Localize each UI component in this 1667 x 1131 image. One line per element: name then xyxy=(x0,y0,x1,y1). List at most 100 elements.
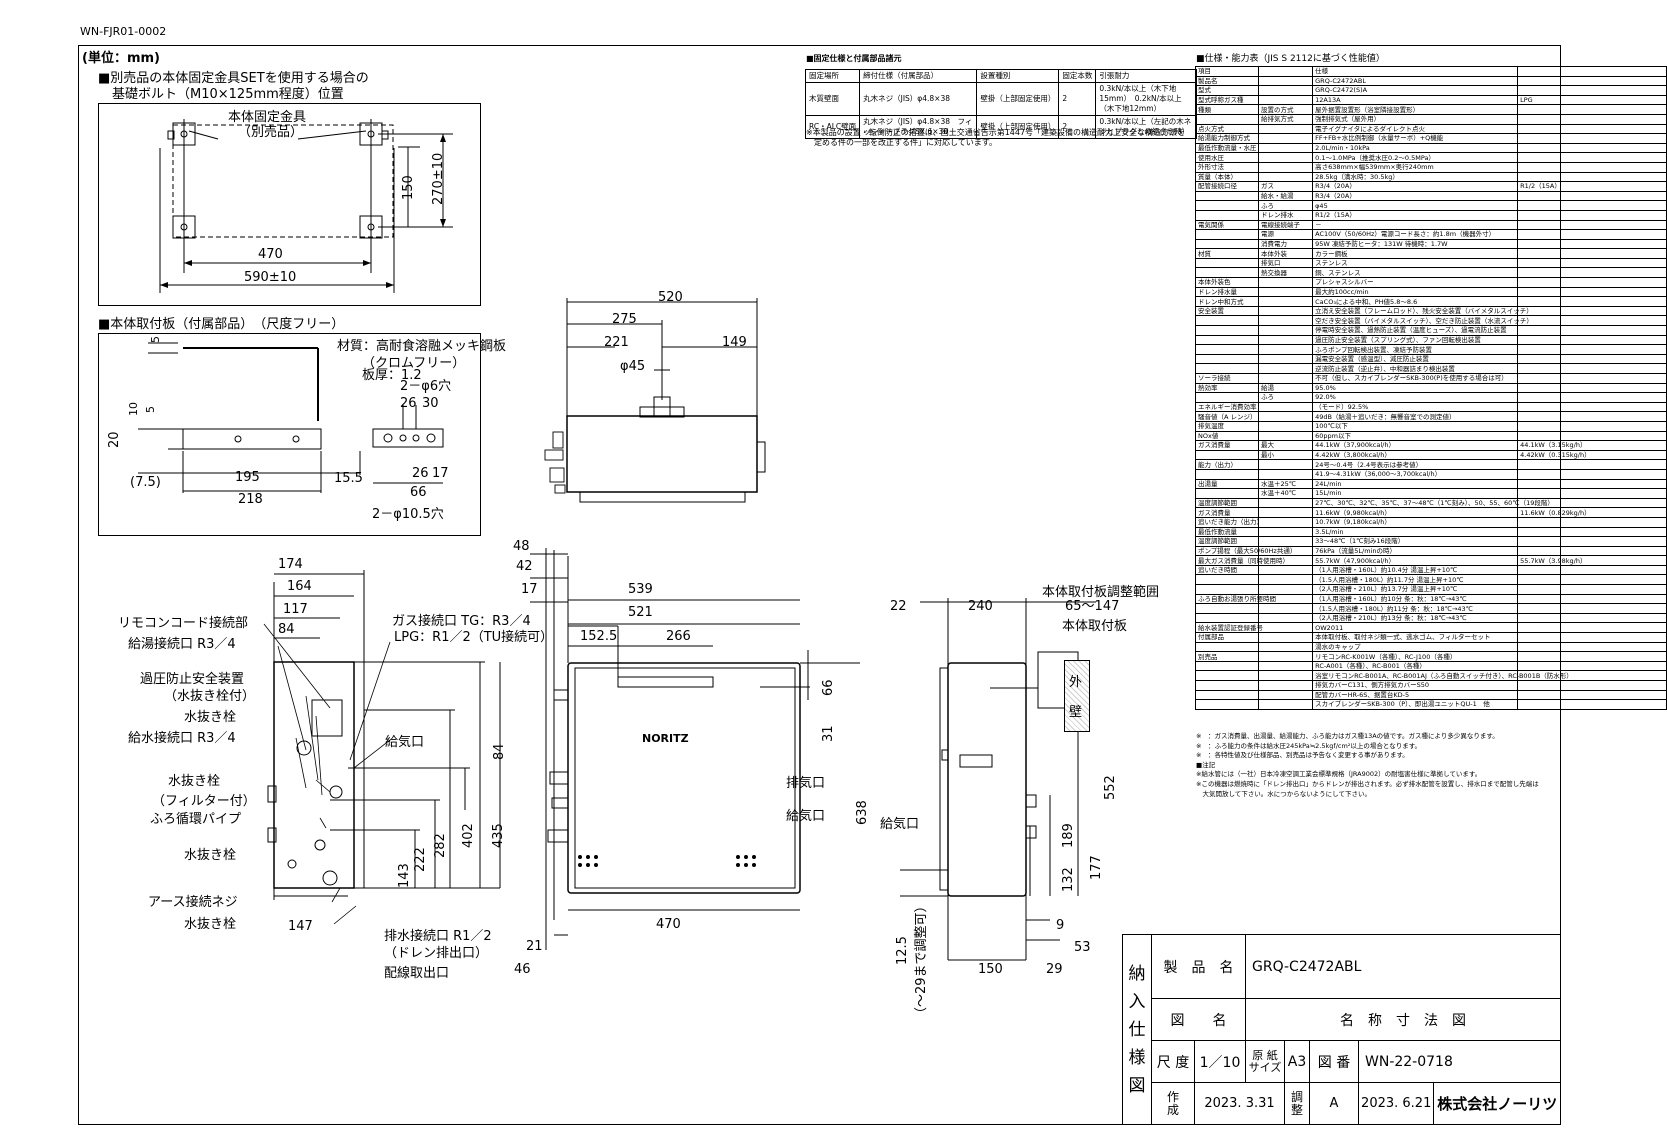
spec-row: 本体外装色プレシャスシルバー xyxy=(1195,277,1667,288)
spec-cell xyxy=(1195,641,1259,653)
spec-cell xyxy=(1517,545,1667,557)
spec-cell xyxy=(1257,507,1314,518)
spec-cell xyxy=(1517,478,1667,490)
spec-cell xyxy=(1257,334,1314,346)
title-block: 納入仕様図 製 品 名 GRQ-C2472ABL 図 名 名 称 寸 法 図 尺… xyxy=(1122,933,1561,1125)
base-bolt-title: ■別売品の本体固定金具SETを使用する場合の xyxy=(98,71,369,86)
spec-table-title: ■仕様・能力表（JIS S 2112に基づく性能値） xyxy=(1196,54,1385,64)
spec-cell: ふろ xyxy=(1257,200,1314,211)
spec-cell xyxy=(1257,123,1314,135)
spec-cell xyxy=(1195,200,1259,211)
spec-cell: 浴室リモコンRC-B001A、RC-B001AJ（ふろ自動スイッチ付き）、RC-… xyxy=(1312,670,1573,681)
spec-cell: ドレン排水量 xyxy=(1195,286,1259,298)
spec-cell xyxy=(1195,689,1259,701)
dim-12-5: 12.5 xyxy=(895,936,910,965)
spec-cell xyxy=(1195,257,1259,269)
label-remote-connector: リモコンコード接続部 xyxy=(118,616,249,631)
spec-cell: 水温＋25℃ xyxy=(1257,478,1314,490)
spec-cell xyxy=(1195,680,1259,691)
wall-section xyxy=(1064,660,1090,732)
dim-164: 164 xyxy=(287,579,312,594)
spec-cell xyxy=(1517,411,1667,422)
spec-cell: 電線接続端子 xyxy=(1257,219,1314,231)
spec-cell: 不可（但し、スカイブレンダーSKB-300(P)を使用する場合は可） xyxy=(1312,373,1519,384)
fix-table-title: ■固定仕様と付属部品諸元 xyxy=(806,54,902,63)
spec-cell: 逆流防止装置（逆止弁）、中和器詰まり検出装置 xyxy=(1312,363,1519,374)
spec-cell: 本体取付板、取付ネジ類一式、逃水ゴム、フィルターセット xyxy=(1312,632,1519,643)
spec-cell: 55.7kW（3.98kg/h） xyxy=(1517,555,1667,566)
dim-26b: 26 xyxy=(412,466,429,481)
spec-row: 排気カバーC131、側方排気カバーS50 xyxy=(1195,680,1667,691)
spec-note: ※ ：ふろ能力の条件は給水圧245kPa≒2.5kgf/cm²以上の場合となりま… xyxy=(1196,741,1422,750)
spec-cell xyxy=(1257,699,1314,710)
spec-row: 種類設置の方式屋外据置設置形（浴室隣接設置形） xyxy=(1195,104,1667,115)
spec-cell xyxy=(1195,325,1259,336)
dim-84-top: 84 xyxy=(278,622,295,637)
drawing-name: 名 称 寸 法 図 xyxy=(1245,998,1561,1042)
spec-cell xyxy=(1517,152,1667,163)
spec-cell xyxy=(1517,392,1667,403)
spec-cell: 49dB（給湯＋追いだき：無響音室での測定値） xyxy=(1312,411,1519,422)
dim-282: 282 xyxy=(433,833,448,858)
spec-cell xyxy=(1517,564,1667,576)
spec-cell xyxy=(1517,536,1667,547)
plate-panel xyxy=(98,333,481,536)
spec-cell xyxy=(1517,219,1667,231)
spec-cell xyxy=(1195,113,1259,125)
spec-row: 点火方式電子イグナイタによるダイレクト点火 xyxy=(1195,123,1667,135)
spec-row: 給排気方式強制排気式（屋外用） xyxy=(1195,113,1667,125)
adjust-label: 調整 xyxy=(1284,1082,1310,1125)
spec-row: （1.5人用浴槽・180L）約11.7分 湯温上昇+10℃ xyxy=(1195,574,1667,586)
made-label: 作成 xyxy=(1151,1082,1195,1125)
dim-150-side: 150 xyxy=(978,962,1003,977)
spec-row: 材質本体外装カラー鋼板 xyxy=(1195,248,1667,259)
base-bolt-panel xyxy=(98,103,481,306)
spec-cell xyxy=(1517,699,1667,710)
label-relief-sub: （水抜き栓付） xyxy=(164,689,256,704)
dim-218: 218 xyxy=(238,492,263,507)
side-view-right xyxy=(900,598,1096,961)
spec-cell xyxy=(1257,632,1314,643)
spec-cell xyxy=(1257,680,1314,691)
spec-row: （1.5人用浴槽・180L）約11分 条：秋：18℃→43℃ xyxy=(1195,603,1667,614)
side-view-left xyxy=(267,570,501,900)
spec-row: 過圧防止安全装置（スプリング式）、ファン回転検出装置 xyxy=(1195,334,1667,346)
spec-row: 排気口ステンレス xyxy=(1195,257,1667,269)
spec-cell xyxy=(1517,632,1667,643)
spec-cell: 排気口 xyxy=(1257,257,1314,269)
spec-cell: （1人用浴槽・160L）約10.4分 湯温上昇+10℃ xyxy=(1312,564,1519,576)
spec-cell: 水温＋40℃ xyxy=(1257,488,1314,499)
spec-cell xyxy=(1195,363,1259,374)
spec-cell xyxy=(1517,161,1667,173)
label-earth-screw: アース接続ネジ xyxy=(148,895,238,910)
drawing-number: WN-22-0718 xyxy=(1358,1040,1561,1084)
spec-cell xyxy=(1195,468,1259,480)
dim-132: 132 xyxy=(1061,867,1076,892)
spec-cell xyxy=(1257,574,1314,586)
fix-header: 引張耐力 xyxy=(1095,69,1197,83)
spec-cell: 使用水圧 xyxy=(1195,152,1259,163)
spec-cell: （モード）92.5% xyxy=(1312,401,1519,413)
stamp-column: 納入仕様図 xyxy=(1122,934,1152,1125)
plate-title: ■本体取付板（付属部品） （尺度フリー） xyxy=(98,317,345,332)
dim-phi45: φ45 xyxy=(620,359,646,374)
spec-note: 大気開放して下さい。水につからないようにして下さい。 xyxy=(1196,789,1371,798)
spec-row: 能力（出力）24号～0.4号（2.4号表示は参考値） xyxy=(1195,459,1667,470)
spec-cell xyxy=(1517,363,1667,374)
spec-cell: AC100V（50/60Hz）電源コード長さ：約1.8m（機器外寸） xyxy=(1312,229,1519,240)
label-drain-plug-1: 水抜き栓 xyxy=(184,710,237,725)
dim-195: 195 xyxy=(235,470,260,485)
spec-cell: 追いだき能力（出力） xyxy=(1195,516,1263,528)
spec-cell xyxy=(1517,689,1667,701)
spec-cell xyxy=(1257,325,1314,336)
spec-cell: 27℃、30℃、32℃、35℃、37～48℃（1℃刻み）、50、55、60℃（1… xyxy=(1312,497,1554,509)
spec-cell: 28.5kg（満水時：30.5kg） xyxy=(1312,171,1519,183)
spec-row: （2人用浴槽・210L）約13.7分 湯温上昇+10℃ xyxy=(1195,584,1667,595)
dim-29-max: （～29まで調整可） xyxy=(914,899,929,1020)
spec-cell: 44.1kW（3.15kg/h） xyxy=(1517,440,1667,451)
adjust-date: 2023. 6.21 xyxy=(1357,1082,1435,1125)
